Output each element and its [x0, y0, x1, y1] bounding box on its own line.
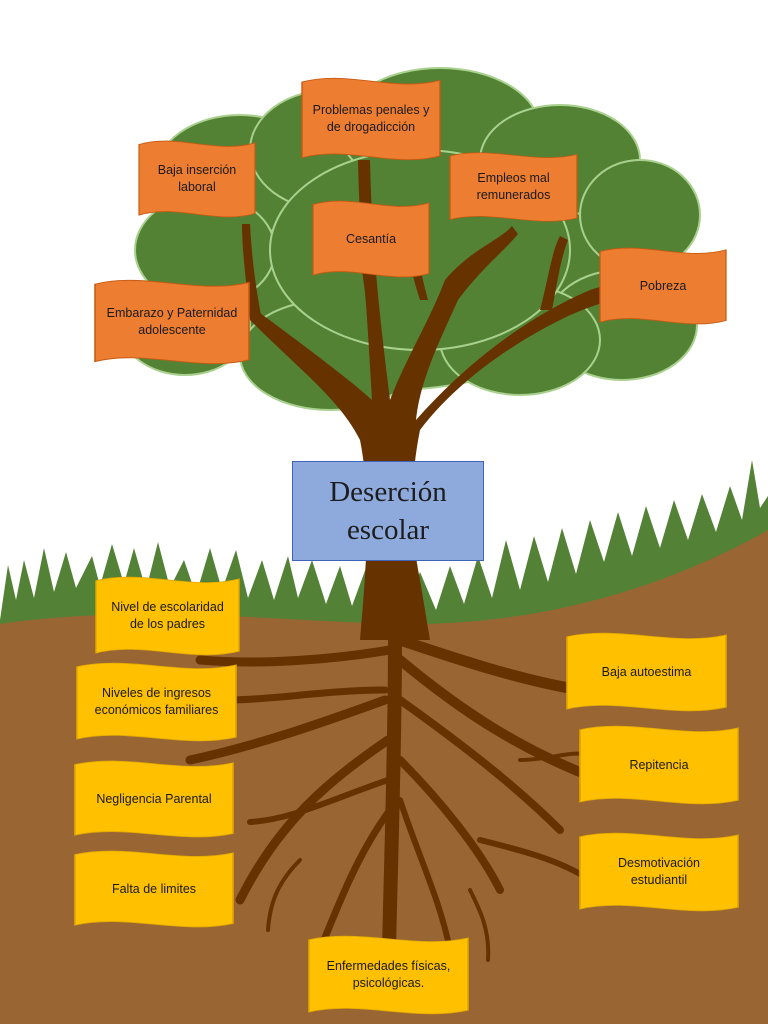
cause-flag: Baja autoestima: [566, 630, 727, 714]
flag-shape: [138, 140, 256, 218]
flag-shape: [76, 662, 237, 742]
consequence-label: Pobreza: [639, 278, 687, 293]
cause-flag: Falta de limites: [74, 848, 234, 930]
flag-shape: [74, 850, 234, 928]
cause-label: Desmotivación estudiantil: [618, 856, 700, 887]
cause-label: Negligencia Parental: [96, 791, 212, 806]
cause-label: Falta de limites: [111, 881, 197, 896]
flag-shape: [599, 247, 727, 325]
cause-label: Niveles de ingresos económicos familiare…: [94, 686, 219, 717]
cause-flag: Desmotivación estudiantil: [579, 830, 739, 914]
consequence-flag: Cesantía: [312, 198, 430, 280]
cause-label: Repitencia: [629, 757, 689, 772]
consequence-label: Problemas penales y de drogadicción: [312, 103, 430, 134]
consequence-flag: Empleos mal remunerados: [449, 150, 578, 224]
flag-shape: [301, 77, 441, 161]
consequence-flag: Embarazo y Paternidad adolescente: [94, 277, 250, 367]
consequence-label: Cesantía: [345, 231, 397, 246]
consequence-label: Baja inserción laboral: [157, 163, 237, 194]
cause-flag: Nivel de escolaridad de los padres: [95, 574, 240, 658]
flag-shape: [449, 152, 578, 222]
cause-label: Baja autoestima: [601, 664, 692, 679]
tree-trunk: [242, 160, 680, 640]
consequence-label: Embarazo y Paternidad adolescente: [106, 306, 238, 337]
cause-label: Enfermedades físicas, psicológicas.: [326, 959, 451, 990]
central-problem-title: Deserción escolar: [329, 476, 447, 546]
cause-flag: Negligencia Parental: [74, 758, 234, 840]
consequence-flag: Baja inserción laboral: [138, 138, 256, 220]
flag-shape: [312, 200, 430, 278]
cause-flag: Enfermedades físicas, psicológicas.: [308, 933, 469, 1017]
grass: [0, 460, 768, 624]
flag-shape: [94, 279, 250, 365]
consequence-flag: Pobreza: [599, 245, 727, 327]
flag-shape: [579, 832, 739, 912]
flag-shape: [308, 935, 469, 1015]
flag-shape: [74, 760, 234, 838]
consequence-label: Empleos mal remunerados: [476, 171, 551, 202]
flag-shape: [566, 632, 727, 712]
flag-shape: [579, 725, 739, 805]
cause-flag: Niveles de ingresos económicos familiare…: [76, 660, 237, 744]
cause-flag: Repitencia: [579, 723, 739, 807]
cause-label: Nivel de escolaridad de los padres: [111, 600, 224, 631]
central-problem-box: Deserción escolar: [292, 461, 484, 561]
flag-shape: [95, 576, 240, 656]
consequence-flag: Problemas penales y de drogadicción: [301, 75, 441, 163]
